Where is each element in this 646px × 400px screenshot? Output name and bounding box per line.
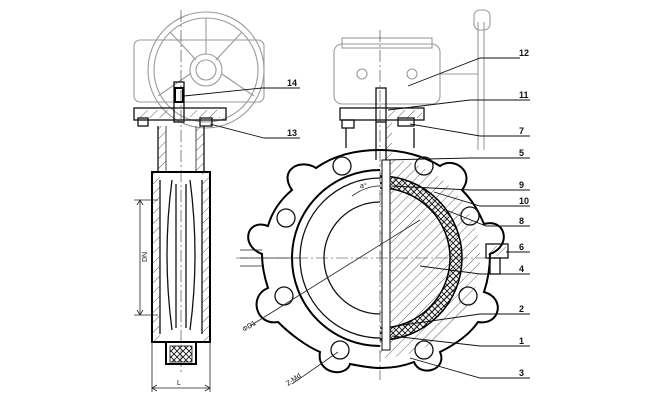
callout-12: 12	[519, 48, 529, 58]
callout-11: 11	[519, 90, 529, 100]
callout-6: 6	[519, 242, 524, 252]
callout-13: 13	[287, 128, 297, 138]
side-view: DN L	[133, 10, 265, 392]
callout-9: 9	[519, 180, 524, 190]
l-dimension-label: L	[177, 380, 181, 387]
callout-10: 10	[519, 196, 529, 206]
d1-dimension-label: ΦD1	[241, 320, 257, 334]
callout-3: 3	[519, 368, 524, 378]
callout-4: 4	[519, 264, 524, 274]
zm-dimension-label: Z-Md	[285, 372, 302, 387]
gearbox-ghost-right	[333, 9, 491, 150]
dn-dimension-label: DN	[142, 252, 149, 262]
callout-14: 14	[287, 78, 297, 88]
front-view: ΦD1 Z-Md a°	[236, 9, 509, 388]
callout-1: 1	[519, 336, 524, 346]
angle-dimension-label: a°	[360, 182, 367, 190]
callout-7: 7	[519, 126, 524, 136]
callout-2: 2	[519, 304, 524, 314]
callout-5: 5	[519, 148, 524, 158]
callouts: 12 14 11 13 7 5 9 10 8 6 4 2 1	[183, 48, 530, 379]
callout-8: 8	[519, 216, 524, 226]
